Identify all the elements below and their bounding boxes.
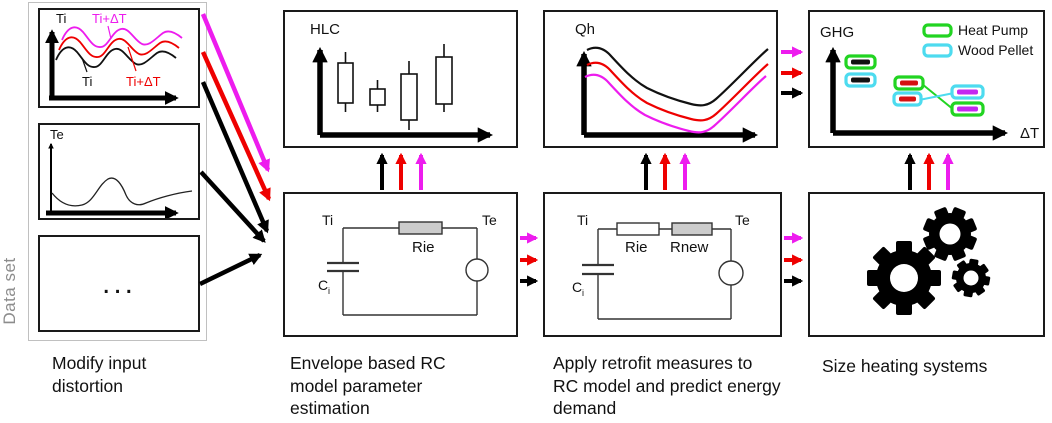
caption-size-heating: Size heating systems (822, 356, 988, 376)
marker-red-heatpump-bar (900, 80, 918, 86)
ti-curve-label: Ti (82, 74, 92, 89)
resistor-rie-icon (398, 221, 443, 235)
qh-curve-red (586, 61, 769, 122)
gear-medium-icon (923, 207, 977, 261)
ghg-axis-label: GHG (820, 24, 854, 41)
dataset-to-circuit1-arrows (199, 13, 272, 287)
gears-box (808, 192, 1045, 337)
ti-red-leader-line (127, 46, 137, 72)
marker-magenta-heatpump-bar (957, 106, 978, 112)
arrow-magenta-icon (200, 13, 271, 173)
dataset-side-label: Data set (0, 257, 19, 325)
candle3-body (400, 73, 418, 121)
circuit2-ti-label: Ti (577, 212, 588, 228)
legend-wood-pellet-label: Wood Pellet (958, 42, 1033, 58)
gears-to-ghg-arrows (904, 152, 954, 190)
ti-plus-dt-red-label: Ti+ΔT (126, 74, 161, 89)
heat-pump-swatch-icon (922, 23, 953, 38)
ti-plot-box: Ti Ti+ΔT Ti Ti+ΔT (38, 8, 200, 108)
circuit1-te-label: Te (482, 212, 497, 228)
caption-envelope-rc: Envelope based RC model parameter estima… (290, 353, 446, 418)
candle2-body (369, 88, 386, 106)
rc-circuit1: Ti Te Rie C i (318, 212, 497, 316)
ti-axis-label: Ti (56, 11, 66, 26)
circuit2-wires (597, 228, 732, 320)
rc-circuit2-box: Ti Te Rie Rnew C i (543, 192, 782, 337)
marker-magenta-woodpellet-bar (957, 89, 978, 95)
qh-plot-box: Qh (543, 10, 778, 148)
hlc-candlesticks (337, 44, 453, 130)
arrow-black-icon (199, 170, 266, 243)
candle4-body (435, 56, 453, 105)
ti-curve-magenta (61, 26, 183, 48)
cyan-connector-line (918, 92, 955, 101)
ti-black-leader-line (81, 57, 88, 73)
more-datasets-box: ... (38, 235, 200, 332)
qh-plot: Qh (575, 21, 769, 143)
source-circle-icon (465, 258, 489, 282)
marker-black-woodpellet-bar (851, 77, 870, 83)
circuit1-rie-label: Rie (412, 239, 435, 256)
caption-apply-retrofit: Apply retrofit measures to RC model and … (553, 353, 781, 418)
ti-curve-black (55, 46, 177, 68)
circuit1-wires (342, 227, 478, 316)
gear-large-icon (867, 241, 941, 315)
qh-curve-magenta (584, 73, 767, 134)
circuit2-c-label: C (572, 279, 582, 295)
circuit1-to-hlc-arrows (376, 152, 427, 190)
arrow-black-icon (200, 81, 270, 234)
circuit1-ti-label: Ti (322, 212, 333, 228)
ti-curve-red (58, 36, 180, 58)
capacitor-icon (327, 261, 359, 273)
ghg-plot-box: GHG ΔT Heat Pump Wood Pellet (808, 10, 1045, 148)
circuit2-to-gears-arrows (784, 232, 804, 287)
marker-black-heatpump-bar (851, 59, 870, 65)
circuit2-c-sub-label: i (582, 288, 584, 298)
hlc-plot: HLC (310, 21, 494, 143)
wood-pellet-swatch-icon (922, 43, 953, 58)
rc-circuit2: Ti Te Rie Rnew C i (572, 212, 750, 320)
ellipsis-label: ... (101, 266, 136, 300)
gear-small-icon (951, 258, 991, 298)
capacitor-icon (582, 263, 614, 276)
gears-icon (867, 207, 991, 315)
te-curve (51, 177, 193, 207)
rc-circuit1-box: Ti Te Rie C i (283, 192, 518, 337)
te-axis-label: Te (50, 127, 64, 142)
hlc-plot-box: HLC (283, 10, 518, 148)
marker-red-woodpellet-bar (899, 96, 916, 102)
caption-modify-input: Modify input distortion (52, 353, 147, 396)
qh-curve-black (586, 46, 769, 107)
arrow-red-icon (200, 51, 272, 202)
circuit1-c-sub-label: i (328, 286, 330, 296)
ti-magenta-leader-line (107, 25, 112, 40)
legend-heat-pump-label: Heat Pump (958, 22, 1028, 38)
circuit1-c-label: C (318, 277, 328, 293)
arrow-black-icon (199, 252, 263, 287)
qh-to-ghg-arrows (781, 46, 804, 99)
ti-plot: Ti Ti+ΔT Ti Ti+ΔT (45, 11, 183, 105)
qh-axis-label: Qh (575, 21, 595, 38)
candle1-body (337, 62, 354, 104)
source-circle-icon (718, 260, 744, 286)
resistor-rie-icon (616, 222, 660, 236)
ti-plus-dt-magenta-label: Ti+ΔT (92, 11, 127, 26)
hlc-axis-label: HLC (310, 21, 340, 38)
te-plot: Te (46, 127, 193, 218)
resistor-rnew-icon (671, 222, 713, 236)
ghg-markers (844, 54, 985, 117)
circuit2-rnew-label: Rnew (670, 239, 709, 256)
circuit2-te-label: Te (735, 212, 750, 228)
circuit2-rie-label: Rie (625, 239, 648, 256)
ghg-x-axis-label: ΔT (1020, 125, 1039, 142)
te-plot-box: Te (38, 123, 200, 220)
ghg-plot: GHG ΔT Heat Pump Wood Pellet (820, 22, 1039, 142)
circuit1-to-circuit2-arrows (520, 232, 539, 287)
circuit2-to-qh-arrows (640, 152, 691, 190)
